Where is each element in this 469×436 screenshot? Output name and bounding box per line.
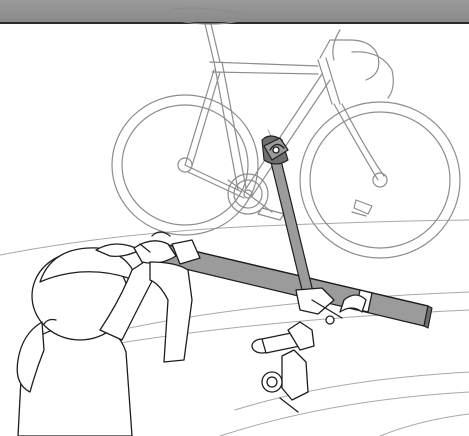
mounting-knob [252, 322, 314, 412]
